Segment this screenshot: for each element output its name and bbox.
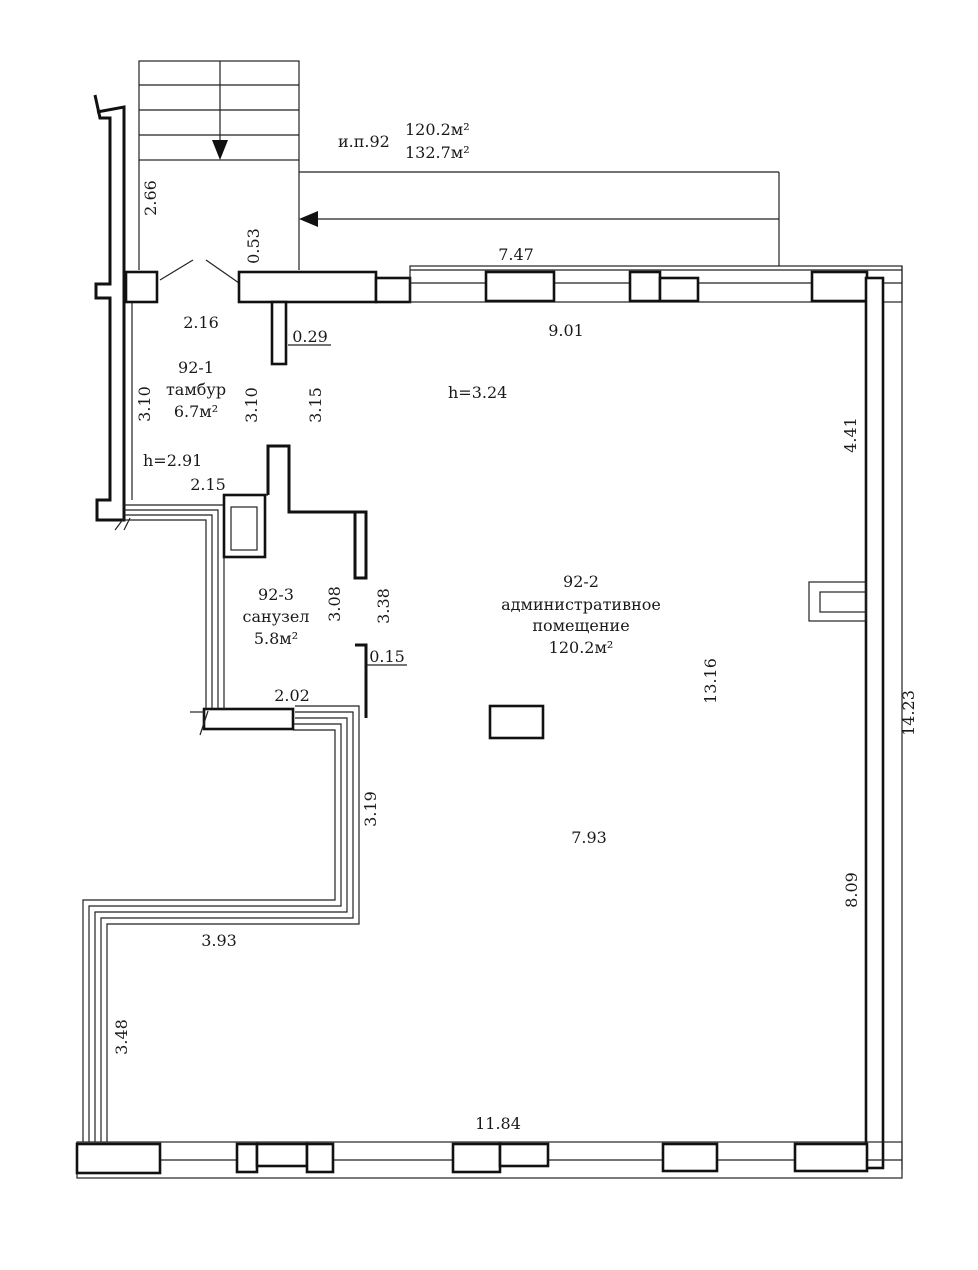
dim-vestibule-bottom: 2.15 — [190, 475, 226, 494]
room-name-line1: административное — [501, 595, 661, 614]
entrance-ramp — [299, 171, 780, 266]
dim-wc-bottom: 2.02 — [274, 686, 310, 705]
dim-door-offset: 0.53 — [244, 228, 263, 264]
room-92-2: 92-2 административное помещение 120.2м² … — [448, 383, 661, 657]
dimensions-vertical: 2.66 0.53 3.10 3.10 3.15 4.41 3.08 3.38 … — [112, 180, 918, 1055]
bottom-wall — [75, 1141, 903, 1179]
dim-vestibule-partition: 3.15 — [306, 387, 325, 423]
room-id: 92-2 — [563, 572, 599, 591]
dim-wc-pier: 0.15 — [369, 647, 405, 666]
room-92-3: 92-3 санузел 5.8м² — [243, 585, 310, 648]
unit-header: и.п.92 120.2м² 132.7м² — [338, 120, 470, 162]
top-wall — [237, 265, 903, 304]
room-area: 120.2м² — [549, 638, 614, 657]
dim-bottom-wall: 11.84 — [475, 1114, 521, 1133]
room-name: тамбур — [166, 380, 226, 399]
dim-vestibule-left: 3.10 — [135, 386, 154, 422]
dim-vestibule-right: 3.10 — [242, 387, 261, 423]
wc-left-wall — [114, 504, 225, 709]
dimensions-horizontal: 7.47 2.16 0.29 9.01 2.15 0.15 2.02 7.93 … — [183, 245, 607, 1133]
unit-id: и.п.92 — [338, 132, 390, 151]
entrance-stair — [138, 60, 300, 270]
room-height: h=3.24 — [448, 383, 507, 402]
dim-wc-left: 3.08 — [325, 586, 344, 622]
dim-right-lower: 8.09 — [842, 872, 861, 908]
entrance-door — [159, 259, 240, 284]
room-area: 5.8м² — [254, 629, 298, 648]
dim-top-wall: 7.47 — [498, 245, 534, 264]
dim-stair-height: 2.66 — [141, 180, 160, 216]
unit-area-total: 132.7м² — [405, 143, 470, 162]
dim-right-upper: 4.41 — [841, 417, 860, 453]
room-name-line2: помещение — [532, 616, 629, 635]
dim-vestibule-width: 2.16 — [183, 313, 219, 332]
room-id: 92-3 — [258, 585, 294, 604]
unit-area-main: 120.2м² — [405, 120, 470, 139]
dim-pier-width: 0.29 — [292, 327, 328, 346]
dim-right-total: 14.23 — [899, 690, 918, 736]
right-wall — [808, 266, 903, 1170]
dimension-leaders — [288, 344, 407, 666]
dim-main-width: 7.93 — [571, 828, 607, 847]
room-height: h=2.91 — [143, 451, 202, 470]
room-name: санузел — [243, 607, 310, 626]
stepped-wall — [82, 705, 360, 1142]
interior-partitions — [222, 300, 545, 740]
dim-left-lower: 3.48 — [112, 1019, 131, 1055]
dim-main-depth: 13.16 — [701, 658, 720, 704]
dim-step-horizontal: 3.93 — [201, 931, 237, 950]
dim-step-vertical: 3.19 — [361, 791, 380, 827]
room-area: 6.7м² — [174, 402, 218, 421]
room-id: 92-1 — [178, 358, 214, 377]
dim-wc-right: 3.38 — [374, 588, 393, 624]
dim-main-top: 9.01 — [548, 321, 584, 340]
vestibule-left-wall — [93, 94, 159, 522]
room-92-1: 92-1 тамбур 6.7м² h=2.91 — [143, 358, 226, 470]
